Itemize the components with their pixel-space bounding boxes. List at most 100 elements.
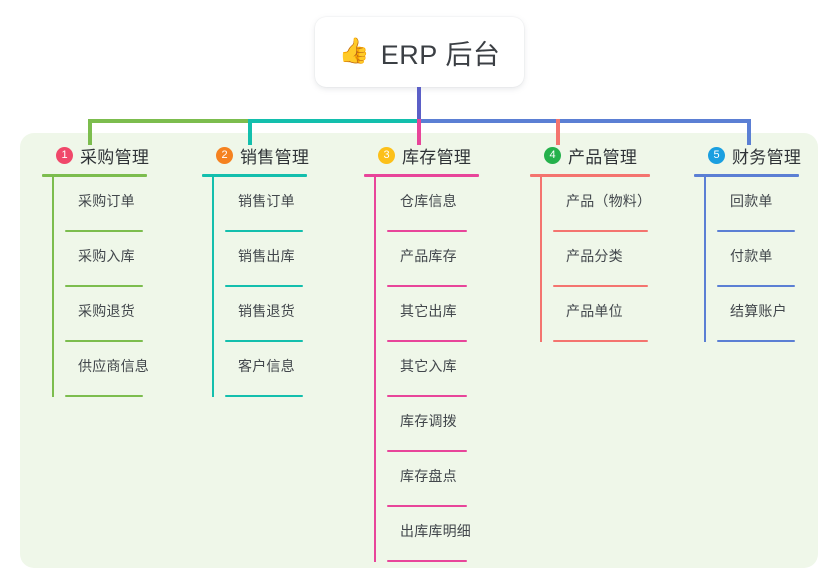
branch-item[interactable]: 结算账户 bbox=[704, 287, 839, 342]
branch-item-underline bbox=[387, 505, 467, 507]
root-node-card[interactable]: 👍 ERP 后台 bbox=[315, 17, 524, 87]
branch-item-underline bbox=[225, 285, 303, 287]
branch-item-underline bbox=[65, 340, 143, 342]
branch-item[interactable]: 客户信息 bbox=[212, 342, 350, 397]
branch-spine bbox=[212, 177, 214, 397]
branch-spine bbox=[374, 177, 376, 562]
branch-item-list: 仓库信息产品库存其它出库其它入库库存调拨库存盘点出库库明细 bbox=[362, 177, 522, 562]
branch-column-采购管理: 1 采购管理采购订单采购入库采购退货供应商信息 bbox=[40, 143, 190, 397]
branch-item-label: 库存调拨 bbox=[400, 413, 457, 429]
branch-item[interactable]: 付款单 bbox=[704, 232, 839, 287]
thumbs-up-icon: 👍 bbox=[338, 36, 370, 65]
branch-title: 财务管理 bbox=[732, 147, 802, 167]
branch-item[interactable]: 销售订单 bbox=[212, 177, 350, 232]
branch-item[interactable]: 其它入库 bbox=[374, 342, 522, 397]
branch-number-badge: 1 bbox=[56, 146, 73, 164]
branch-header-1[interactable]: 1 采购管理 bbox=[40, 143, 190, 167]
branch-number-badge: 5 bbox=[708, 146, 725, 164]
connector-bus-segment-2 bbox=[248, 119, 417, 123]
branch-header-underline bbox=[364, 174, 479, 177]
branch-item-label: 其它出库 bbox=[400, 303, 457, 319]
branch-item-list: 产品（物料） 产品分类产品单位 bbox=[528, 177, 688, 342]
branch-item-label: 结算账户 bbox=[730, 303, 787, 319]
branch-item-label: 采购订单 bbox=[78, 193, 135, 209]
branch-item-label: 出库库明细 bbox=[400, 523, 471, 539]
branch-item-underline bbox=[387, 340, 467, 342]
branch-item-underline bbox=[387, 395, 467, 397]
connector-drop-3 bbox=[417, 119, 421, 145]
branch-item[interactable]: 其它出库 bbox=[374, 287, 522, 342]
root-node-content: 👍 ERP 后台 bbox=[339, 33, 501, 72]
branch-item[interactable]: 库存盘点 bbox=[374, 452, 522, 507]
branch-title: 库存管理 bbox=[402, 147, 472, 167]
branch-item[interactable]: 仓库信息 bbox=[374, 177, 522, 232]
branch-item-underline bbox=[387, 450, 467, 452]
branch-item-underline bbox=[553, 230, 648, 232]
branch-item-label: 销售退货 bbox=[238, 303, 295, 319]
branch-item[interactable]: 出库库明细 bbox=[374, 507, 522, 562]
branch-header-3[interactable]: 3 库存管理 bbox=[362, 143, 522, 167]
connector-bus-segment-1 bbox=[88, 119, 248, 123]
branch-item-label: 付款单 bbox=[730, 248, 773, 264]
branch-item[interactable]: 采购订单 bbox=[52, 177, 190, 232]
root-connector-stem bbox=[417, 87, 421, 123]
branch-item-label: 供应商信息 bbox=[78, 358, 149, 374]
branch-item[interactable]: 销售退货 bbox=[212, 287, 350, 342]
branch-column-库存管理: 3 库存管理仓库信息产品库存其它出库其它入库库存调拨库存盘点出库库明细 bbox=[362, 143, 522, 562]
branch-item-label: 仓库信息 bbox=[400, 193, 457, 209]
branch-item[interactable]: 销售出库 bbox=[212, 232, 350, 287]
branch-item[interactable]: 产品库存 bbox=[374, 232, 522, 287]
branch-item[interactable]: 库存调拨 bbox=[374, 397, 522, 452]
branch-header-underline bbox=[530, 174, 650, 177]
branch-number-badge: 3 bbox=[378, 146, 395, 164]
branch-item-label: 库存盘点 bbox=[400, 468, 457, 484]
branch-item-underline bbox=[225, 340, 303, 342]
branch-item-underline bbox=[65, 395, 143, 397]
branch-item-underline bbox=[717, 230, 795, 232]
branch-item-list: 采购订单采购入库采购退货供应商信息 bbox=[40, 177, 190, 397]
branches-panel bbox=[20, 133, 818, 568]
branch-item-label: 其它入库 bbox=[400, 358, 457, 374]
branch-item-underline bbox=[387, 230, 467, 232]
connector-bus-segment-3 bbox=[417, 119, 751, 123]
branch-item-underline bbox=[65, 285, 143, 287]
branch-item-underline bbox=[387, 560, 467, 562]
root-node-label: ERP 后台 bbox=[380, 39, 501, 70]
branch-spine bbox=[540, 177, 542, 342]
branch-title: 产品管理 bbox=[568, 147, 638, 167]
branch-item-label: 采购退货 bbox=[78, 303, 135, 319]
branch-item[interactable]: 供应商信息 bbox=[52, 342, 190, 397]
branch-item-underline bbox=[387, 285, 467, 287]
branch-item-label: 回款单 bbox=[730, 193, 773, 209]
branch-item-label: 销售出库 bbox=[238, 248, 295, 264]
branch-item-label: 产品分类 bbox=[566, 248, 623, 264]
branch-item-label: 客户信息 bbox=[238, 358, 295, 374]
branch-item[interactable]: 回款单 bbox=[704, 177, 839, 232]
branch-item-underline bbox=[553, 340, 648, 342]
branch-column-财务管理: 5 财务管理回款单付款单结算账户 bbox=[692, 143, 839, 342]
branch-item[interactable]: 采购退货 bbox=[52, 287, 190, 342]
connector-drop-2 bbox=[248, 119, 252, 145]
branch-item[interactable]: 产品单位 bbox=[540, 287, 688, 342]
connector-drop-4 bbox=[556, 119, 560, 145]
branch-title: 采购管理 bbox=[80, 147, 150, 167]
branch-spine bbox=[704, 177, 706, 342]
branch-item-list: 销售订单销售出库销售退货客户信息 bbox=[200, 177, 350, 397]
branch-item[interactable]: 采购入库 bbox=[52, 232, 190, 287]
branch-item-underline bbox=[225, 230, 303, 232]
branch-item-label: 产品（物料） bbox=[566, 193, 652, 209]
branch-item[interactable]: 产品（物料） bbox=[540, 177, 688, 232]
branch-item-label: 产品库存 bbox=[400, 248, 457, 264]
branch-item-underline bbox=[717, 340, 795, 342]
connector-drop-5 bbox=[747, 119, 751, 145]
branch-header-underline bbox=[202, 174, 307, 177]
branch-header-5[interactable]: 5 财务管理 bbox=[692, 143, 839, 167]
branch-item-underline bbox=[225, 395, 303, 397]
connector-drop-1 bbox=[88, 119, 92, 145]
branch-item-list: 回款单付款单结算账户 bbox=[692, 177, 839, 342]
branch-item[interactable]: 产品分类 bbox=[540, 232, 688, 287]
branch-item-underline bbox=[65, 230, 143, 232]
